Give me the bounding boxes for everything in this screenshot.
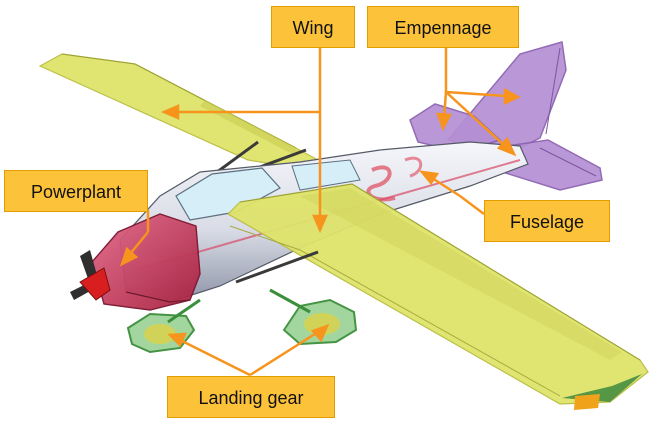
powerplant-label: Powerplant (4, 170, 148, 212)
right-wing-strut (235, 250, 319, 284)
leader-lines (119, 48, 521, 377)
landing-gear-label: Landing gear (167, 376, 335, 418)
right-wing (227, 183, 649, 410)
landing-gear (126, 288, 358, 354)
fuselage-label: Fuselage (484, 200, 610, 242)
empennage-label: Empennage (367, 6, 519, 48)
powerplant (91, 213, 201, 311)
wing-label: Wing (271, 6, 355, 48)
propeller (70, 250, 111, 301)
